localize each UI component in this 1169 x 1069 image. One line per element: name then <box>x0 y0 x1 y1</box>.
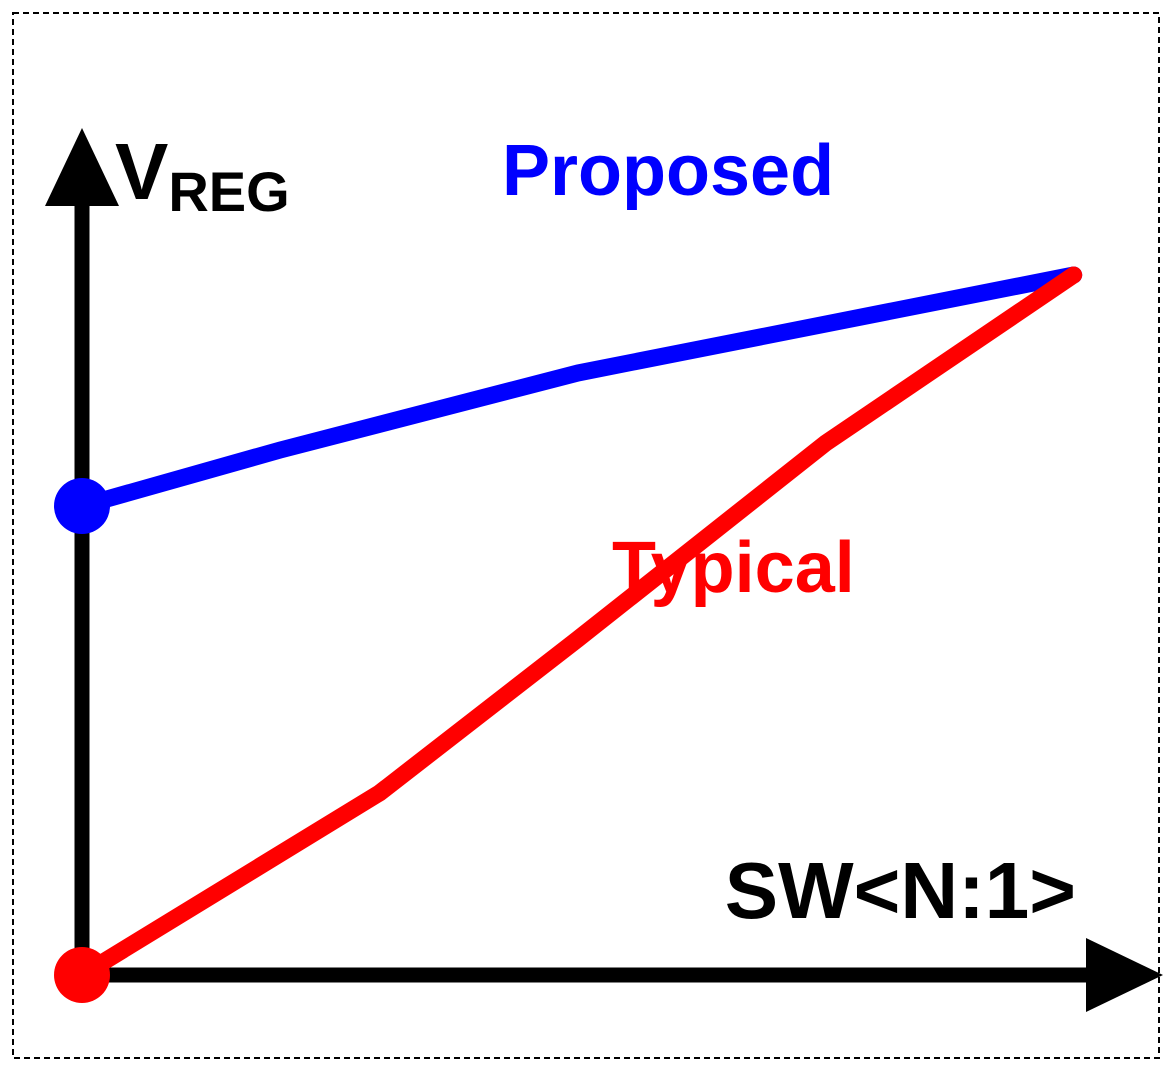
y-axis-arrow <box>45 128 119 206</box>
series-start-marker-typical <box>54 947 110 1003</box>
y-axis-label: VREG <box>115 127 290 223</box>
y-axis-label-sub: REG <box>168 160 289 223</box>
series-line-typical <box>73 266 1083 984</box>
y-axis-label-main: V <box>115 127 168 216</box>
series-start-marker-proposed <box>54 478 110 534</box>
series-line-proposed <box>73 266 1083 515</box>
x-axis-arrow <box>1086 938 1163 1012</box>
series-label-typical: Typical <box>612 528 855 608</box>
axes <box>45 128 1163 1012</box>
chart-frame <box>12 12 1160 1059</box>
series-label-proposed: Proposed <box>502 131 834 211</box>
series-layer <box>54 266 1083 1003</box>
x-axis-label: SW<N:1> <box>725 846 1076 935</box>
